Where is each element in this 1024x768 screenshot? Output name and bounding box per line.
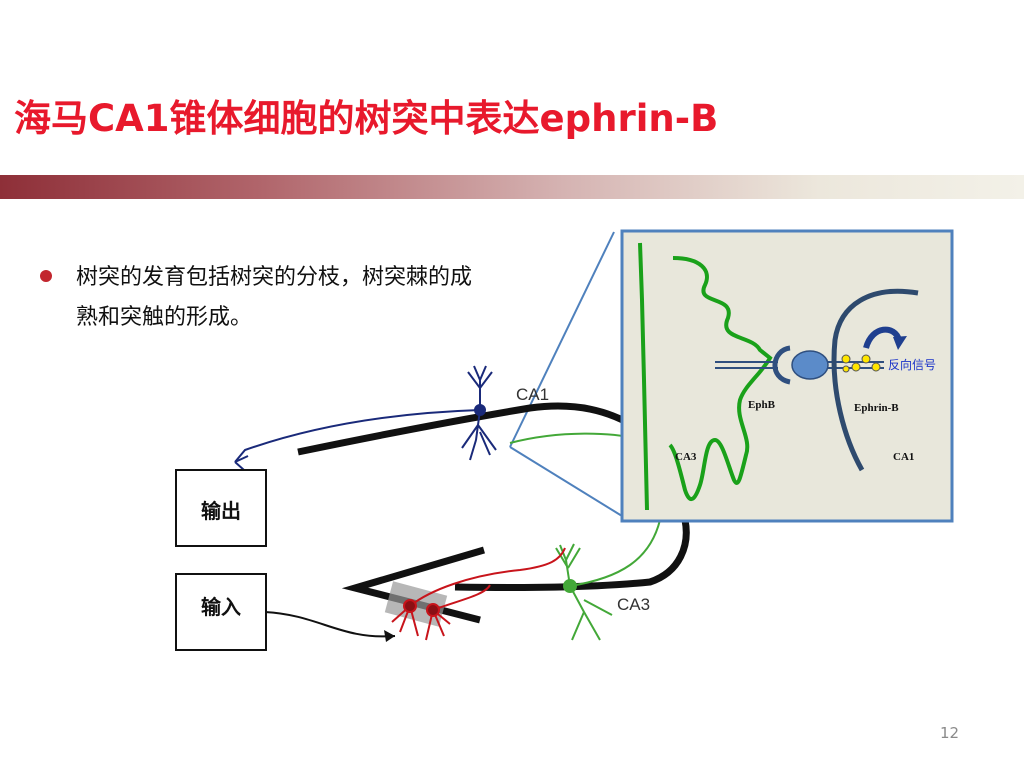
ca3-layer — [454, 519, 690, 591]
title-gradient-bar — [0, 175, 1024, 199]
ephb-receptor-cup — [772, 345, 791, 385]
ca1-region-label: CA1 — [516, 385, 549, 404]
output-box — [175, 469, 267, 547]
input-box-label: 输入 — [201, 595, 241, 619]
ephb-label: EphB — [748, 399, 776, 411]
ca1-dendrite — [831, 288, 919, 472]
page-number: 12 — [940, 724, 960, 742]
ca3-axon-left — [638, 242, 649, 511]
bullet-dot — [40, 270, 52, 282]
reverse-signal-arrowhead — [893, 336, 907, 350]
phospho-dots — [841, 354, 881, 373]
ephrin-b-label: Ephrin-B — [854, 402, 899, 414]
output-box-label: 输出 — [201, 499, 241, 523]
slide-title: 海马CA1锥体细胞的树突中表达ephrin-B — [14, 97, 719, 140]
ca1-layer — [297, 402, 642, 456]
ca1-neuron — [234, 365, 497, 471]
input-fiber — [264, 611, 396, 638]
input-arrowhead — [384, 630, 395, 642]
ca3-region-label: CA3 — [617, 595, 650, 614]
zoom-line-bottom — [509, 446, 623, 517]
synapse-inset — [620, 229, 954, 523]
input-box — [175, 573, 267, 651]
ephrin-ligand — [791, 350, 829, 380]
inset-ca1-label: CA1 — [893, 451, 914, 463]
reverse-signal-label: 反向信号 — [888, 357, 936, 372]
dg-neurons — [391, 547, 566, 641]
ca3-dendrite-green — [668, 256, 773, 501]
bullet-text: 树突的发育包括树突的分枝，树突棘的成熟和突触的形成。 — [76, 265, 473, 330]
inset-ca3-label: CA3 — [675, 451, 697, 463]
